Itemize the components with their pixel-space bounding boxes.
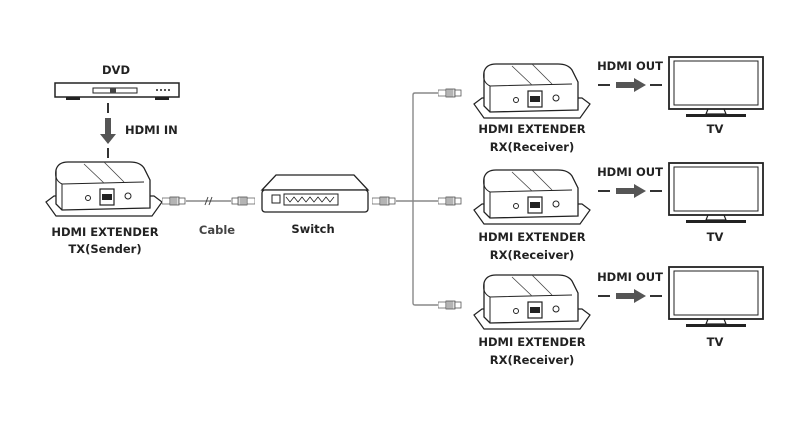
tv-label: TV xyxy=(707,230,724,244)
rx-receiver-device-icon xyxy=(473,169,591,225)
hdmi-in-label: HDMI IN xyxy=(125,123,178,137)
hdmi-out-arrow-icon xyxy=(598,289,662,303)
hdmi-out-arrow-icon xyxy=(598,184,662,198)
tv-label: TV xyxy=(707,122,724,136)
network-switch-icon xyxy=(260,174,370,213)
tv-icon xyxy=(668,266,764,328)
sender-label-line1: HDMI EXTENDER xyxy=(51,225,158,239)
receiver-label-line1: HDMI EXTENDER xyxy=(478,230,585,244)
hdmi-out-label: HDMI OUT xyxy=(597,270,663,284)
receiver-label-line1: HDMI EXTENDER xyxy=(478,122,585,136)
distribution-cables xyxy=(372,88,462,310)
cable-label: Cable xyxy=(199,223,235,237)
switch-label: Switch xyxy=(291,222,334,236)
receiver-label-line2: RX(Receiver) xyxy=(490,140,574,154)
tv-icon xyxy=(668,56,764,118)
receiver-label-line1: HDMI EXTENDER xyxy=(478,335,585,349)
receiver-row: HDMI EXTENDER RX(Receiver) HDMI OUT TV xyxy=(473,266,764,367)
hdmi-out-label: HDMI OUT xyxy=(597,59,663,73)
receiver-label-line2: RX(Receiver) xyxy=(490,248,574,262)
hdmi-out-arrow-icon xyxy=(598,78,662,92)
hdmi-in-arrow-icon xyxy=(100,103,116,158)
network-cable xyxy=(162,196,255,206)
tx-sender-device-icon xyxy=(45,161,163,217)
dvd-player-icon xyxy=(54,82,180,100)
receiver-row: HDMI EXTENDER RX(Receiver) HDMI OUT TV xyxy=(473,56,764,154)
hdmi-out-label: HDMI OUT xyxy=(597,165,663,179)
sender-label-line2: TX(Sender) xyxy=(68,242,141,256)
rx-receiver-device-icon xyxy=(473,274,591,330)
receiver-row: HDMI EXTENDER RX(Receiver) HDMI OUT TV xyxy=(473,162,764,262)
tv-label: TV xyxy=(707,335,724,349)
dvd-label: DVD xyxy=(102,63,130,77)
rx-receiver-device-icon xyxy=(473,63,591,119)
receiver-label-line2: RX(Receiver) xyxy=(490,353,574,367)
tv-icon xyxy=(668,162,764,224)
